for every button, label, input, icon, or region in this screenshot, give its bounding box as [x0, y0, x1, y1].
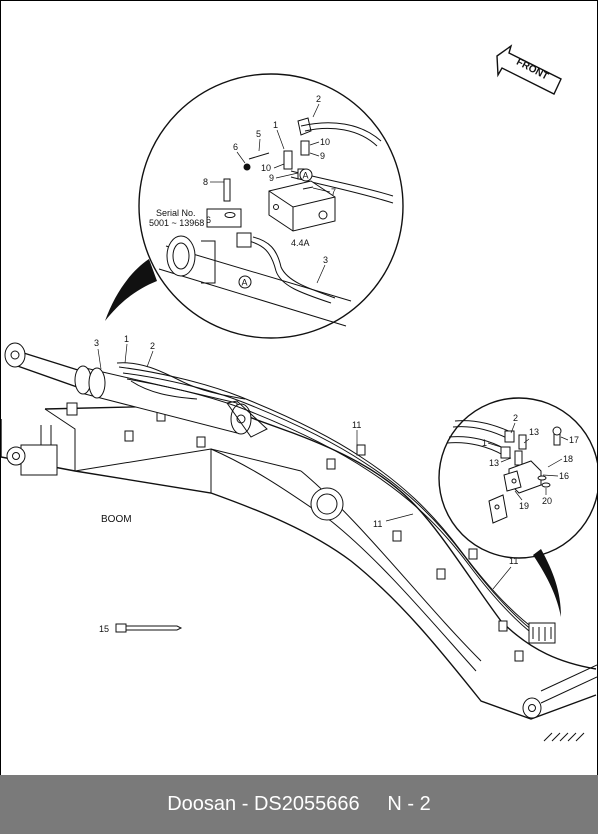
part-label-13-lower: 13 [489, 458, 499, 468]
footer-page: N - 2 [387, 793, 431, 815]
cable-tie-icon [115, 623, 183, 633]
part-label-2-main: 2 [150, 341, 155, 351]
front-label: FRONT [514, 57, 550, 83]
callout-a-bottom: A [242, 278, 248, 288]
part-label-9-right: 9 [320, 151, 325, 161]
part-label-19: 19 [519, 501, 529, 511]
part-label-16: 16 [559, 471, 569, 481]
callout-a-top: A [303, 171, 309, 181]
part-label-2-right: 2 [513, 413, 518, 423]
detail-circle-top: A A Serial No. 5001 ~ 13968 4.4A 2 1 5 6… [138, 73, 404, 339]
part-label-15: 15 [99, 624, 109, 634]
part-label-3-main: 3 [94, 338, 99, 348]
serial-range: 5001 ~ 13968 [149, 218, 204, 228]
part-label-20: 20 [542, 496, 552, 506]
part-label-1-main: 1 [124, 334, 129, 344]
part-label-9-left: 9 [269, 173, 274, 183]
drawing-frame: FRONT A A [0, 0, 598, 776]
part-label-7: 7 [331, 187, 336, 197]
part-label-13-upper: 13 [529, 427, 539, 437]
boom-cylinder [4, 342, 268, 438]
boom-assembly [1, 402, 597, 742]
part-label-11-lower: 11 [509, 556, 518, 566]
part-label-1-top: 1 [273, 120, 278, 130]
footer-separator: - [236, 793, 254, 815]
part-label-5: 5 [256, 129, 261, 139]
parts-diagram: FRONT A A [1, 44, 597, 742]
front-arrow-icon: FRONT [496, 44, 562, 95]
part-label-11-upper: 11 [352, 420, 361, 430]
valve-label: 4.4A [291, 238, 310, 248]
part-label-8: 8 [203, 177, 208, 187]
part-label-17: 17 [569, 435, 579, 445]
boom-label: BOOM [101, 514, 132, 525]
detail-circle-right: 2 13 17 1 18 13 16 19 20 [438, 397, 597, 559]
part-label-10-right: 10 [320, 137, 330, 147]
part-label-6-top: 6 [233, 142, 238, 152]
part-label-2-top: 2 [316, 94, 321, 104]
detail-pointer-top [105, 259, 157, 321]
part-label-18: 18 [563, 454, 573, 464]
part-label-11-middle: 11 [373, 519, 382, 529]
part-label-3-top: 3 [323, 255, 328, 265]
serial-title: Serial No. [156, 208, 196, 218]
part-label-10-left: 10 [261, 163, 271, 173]
footer-brand: Doosan [167, 793, 237, 815]
footer-gap [360, 793, 388, 816]
footer-bar: Doosan - DS2055666 N - 2 [0, 775, 598, 834]
detail-pointer-right [533, 549, 561, 617]
part-label-6-box: 6 [206, 215, 211, 225]
hydraulic-hoses [116, 362, 556, 644]
part-label-1-right: 1 [482, 438, 487, 448]
footer-part-number: DS2055666 [253, 793, 360, 815]
